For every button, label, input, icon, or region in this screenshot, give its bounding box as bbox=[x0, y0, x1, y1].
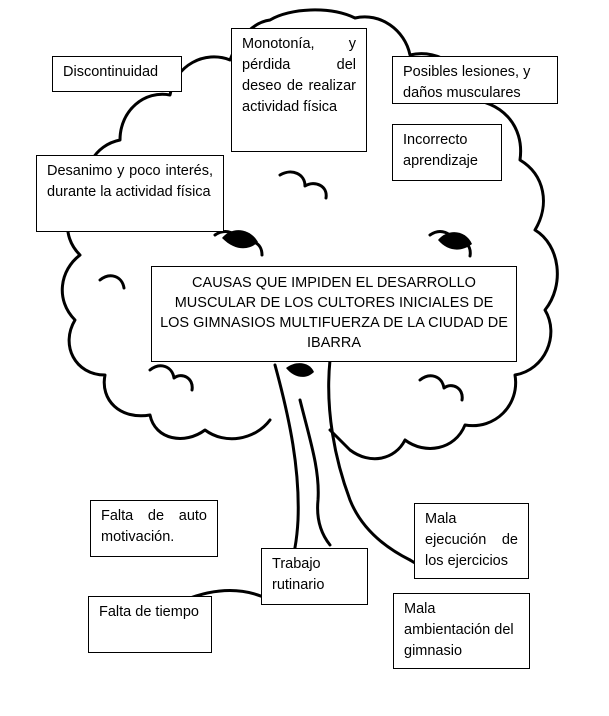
root-label: Mala ambientación del gimnasio bbox=[404, 601, 514, 659]
central-problem-box: CAUSAS QUE IMPIDEN EL DESARROLLO MUSCULA… bbox=[151, 266, 517, 362]
leaf-box-discouragement: Desanimo y poco interés, durante la acti… bbox=[36, 155, 224, 232]
root-box-gym-ambience: Mala ambientación del gimnasio bbox=[393, 593, 530, 669]
leaf-box-learning: Incorrecto aprendizaje bbox=[392, 124, 502, 181]
leaf-label: Desanimo y poco interés, durante la acti… bbox=[47, 163, 213, 200]
leaf-label: Discontinuidad bbox=[63, 64, 159, 80]
leaf-label: Posibles lesiones, y daños musculares bbox=[403, 64, 531, 101]
root-label: Falta de auto motivación. bbox=[101, 508, 207, 545]
root-label: Mala ejecución de los ejercicios bbox=[425, 511, 518, 569]
root-label: Falta de tiempo bbox=[99, 604, 199, 620]
root-box-routine-work: Trabajo rutinario bbox=[261, 548, 368, 605]
central-problem-title: CAUSAS QUE IMPIDEN EL DESARROLLO MUSCULA… bbox=[160, 275, 508, 351]
leaf-label: Monotonía, y pérdida del deseo de realiz… bbox=[242, 36, 356, 115]
root-box-poor-execution: Mala ejecución de los ejercicios bbox=[414, 503, 529, 579]
root-label: Trabajo rutinario bbox=[272, 556, 325, 593]
root-box-self-motivation: Falta de auto motivación. bbox=[90, 500, 218, 557]
leaf-box-monotony: Monotonía, y pérdida del deseo de realiz… bbox=[231, 28, 367, 152]
root-box-lack-of-time: Falta de tiempo bbox=[88, 596, 212, 653]
leaf-label: Incorrecto aprendizaje bbox=[403, 132, 478, 169]
leaf-box-discontinuity: Discontinuidad bbox=[52, 56, 182, 92]
leaf-box-injuries: Posibles lesiones, y daños musculares bbox=[392, 56, 558, 104]
